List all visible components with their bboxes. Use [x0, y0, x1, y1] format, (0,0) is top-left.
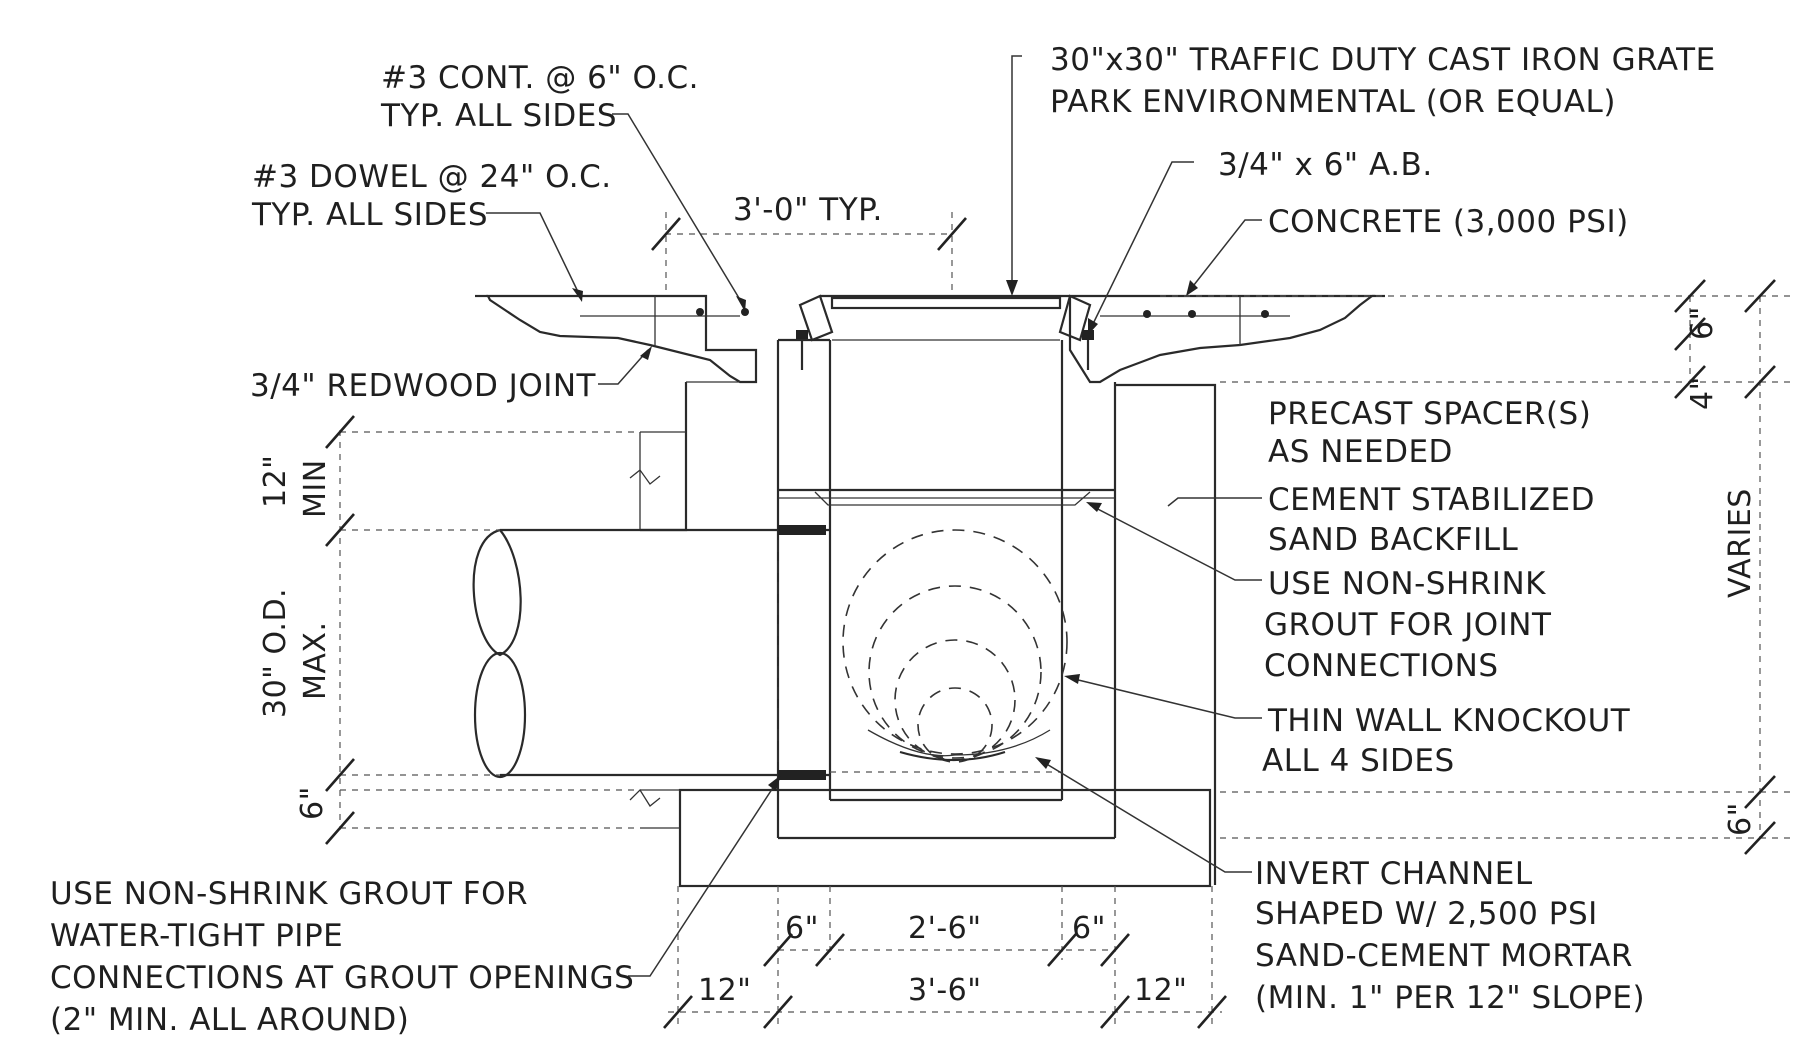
knockout-circles: [842, 529, 1068, 763]
svg-text:USE NON-SHRINK GROUT FOR: USE NON-SHRINK GROUT FOR: [50, 876, 528, 912]
note-grout-joint: USE NON-SHRINK GROUT FOR JOINT CONNECTIO…: [1264, 566, 1552, 684]
leader-lines: [486, 55, 1262, 977]
note-rebar-dowel: #3 DOWEL @ 24" O.C. TYP. ALL SIDES: [251, 159, 612, 233]
note-anchor-bolt: 3/4" x 6" A.B.: [1218, 147, 1433, 183]
svg-text:TYP. ALL SIDES: TYP. ALL SIDES: [380, 98, 617, 134]
concrete-collar-right: [1068, 294, 1385, 384]
svg-text:GROUT FOR JOINT: GROUT FOR JOINT: [1264, 607, 1552, 643]
dim-right-vertical: 6" 4" VARIES 6": [1160, 279, 1790, 855]
dim-typ-width: 3'-0" TYP.: [651, 192, 967, 296]
svg-text:PARK ENVIRONMENTAL (OR EQUAL): PARK ENVIRONMENTAL (OR EQUAL): [1050, 84, 1616, 120]
dim-inside: 2'-6": [908, 911, 982, 946]
note-concrete: CONCRETE (3,000 PSI): [1268, 204, 1629, 240]
dim-typ-width-label: 3'-0" TYP.: [733, 192, 883, 228]
dim-cover: 12": [258, 455, 293, 508]
svg-text:CONNECTIONS AT GROUT OPENINGS: CONNECTIONS AT GROUT OPENINGS: [50, 960, 634, 996]
dim-cover-note: MIN: [298, 459, 333, 518]
svg-text:ALL 4 SIDES: ALL 4 SIDES: [1262, 743, 1455, 779]
svg-text:SHAPED W/ 2,500 PSI: SHAPED W/ 2,500 PSI: [1255, 896, 1598, 932]
dim-base-right: 6": [1723, 802, 1758, 836]
footing: [640, 788, 1212, 888]
dim-footing-left: 12": [698, 973, 751, 1008]
svg-text:CONNECTIONS: CONNECTIONS: [1264, 648, 1499, 684]
dim-lip: 4": [1685, 376, 1720, 410]
svg-text:INVERT CHANNEL: INVERT CHANNEL: [1255, 856, 1533, 892]
svg-text:THIN WALL KNOCKOUT: THIN WALL KNOCKOUT: [1267, 703, 1631, 739]
dim-bottom: 6" 2'-6" 6" 12" 3'-6" 12": [663, 886, 1227, 1030]
note-redwood-joint: 3/4" REDWOOD JOINT: [250, 368, 597, 404]
svg-text:PRECAST SPACER(S): PRECAST SPACER(S): [1268, 396, 1591, 432]
note-rebar-cont: #3 CONT. @ 6" O.C. TYP. ALL SIDES: [380, 60, 699, 134]
svg-text:CEMENT STABILIZED: CEMENT STABILIZED: [1268, 482, 1595, 518]
svg-text:TYP. ALL SIDES: TYP. ALL SIDES: [251, 197, 488, 233]
note-knockout: THIN WALL KNOCKOUT ALL 4 SIDES: [1262, 703, 1631, 779]
note-precast-spacer: PRECAST SPACER(S) AS NEEDED: [1268, 396, 1591, 470]
note-grout-pipe: USE NON-SHRINK GROUT FOR WATER-TIGHT PIP…: [50, 876, 634, 1038]
note-backfill: CEMENT STABILIZED SAND BACKFILL: [1268, 482, 1595, 558]
dim-slab-thickness: 6": [1685, 306, 1720, 340]
svg-text:(MIN. 1" PER 12" SLOPE): (MIN. 1" PER 12" SLOPE): [1255, 980, 1645, 1016]
dim-wall-right: 6": [1072, 911, 1106, 946]
rebar-dots: [696, 308, 1269, 318]
svg-text:SAND BACKFILL: SAND BACKFILL: [1268, 522, 1519, 558]
anchor-bolts: [796, 330, 1094, 370]
svg-text:AS NEEDED: AS NEEDED: [1268, 434, 1453, 470]
basin-box: [776, 338, 1117, 840]
dim-outside: 3'-6": [908, 973, 982, 1008]
dim-varies: VARIES: [1723, 488, 1758, 598]
backfill-zone: [629, 381, 1217, 885]
svg-text:USE NON-SHRINK: USE NON-SHRINK: [1268, 566, 1546, 602]
inlet-pipe: [472, 525, 830, 780]
dim-footing-right: 12": [1134, 973, 1187, 1008]
dim-pipe-od: 30" O.D.: [258, 588, 293, 718]
svg-text:SAND-CEMENT MORTAR: SAND-CEMENT MORTAR: [1255, 938, 1633, 974]
svg-text:#3 CONT. @ 6" O.C.: #3 CONT. @ 6" O.C.: [381, 60, 699, 96]
dim-left-vertical: 12" MIN 30" O.D. MAX. 6": [258, 415, 640, 845]
note-grate: 30"x30" TRAFFIC DUTY CAST IRON GRATE PAR…: [1050, 42, 1716, 120]
note-invert-channel: INVERT CHANNEL SHAPED W/ 2,500 PSI SAND-…: [1255, 856, 1645, 1016]
cast-iron-grate: [798, 294, 1092, 342]
svg-text:WATER-TIGHT PIPE: WATER-TIGHT PIPE: [50, 918, 343, 954]
concrete-collar-left: [475, 294, 758, 384]
dim-base-left: 6": [295, 786, 330, 820]
dim-pipe-note: MAX.: [298, 622, 333, 701]
svg-text:30"x30" TRAFFIC DUTY CAST IRON: 30"x30" TRAFFIC DUTY CAST IRON GRATE: [1050, 42, 1716, 78]
svg-text:#3 DOWEL @ 24" O.C.: #3 DOWEL @ 24" O.C.: [252, 159, 612, 195]
dim-wall-left: 6": [785, 911, 819, 946]
svg-text:(2" MIN. ALL AROUND): (2" MIN. ALL AROUND): [50, 1002, 409, 1038]
